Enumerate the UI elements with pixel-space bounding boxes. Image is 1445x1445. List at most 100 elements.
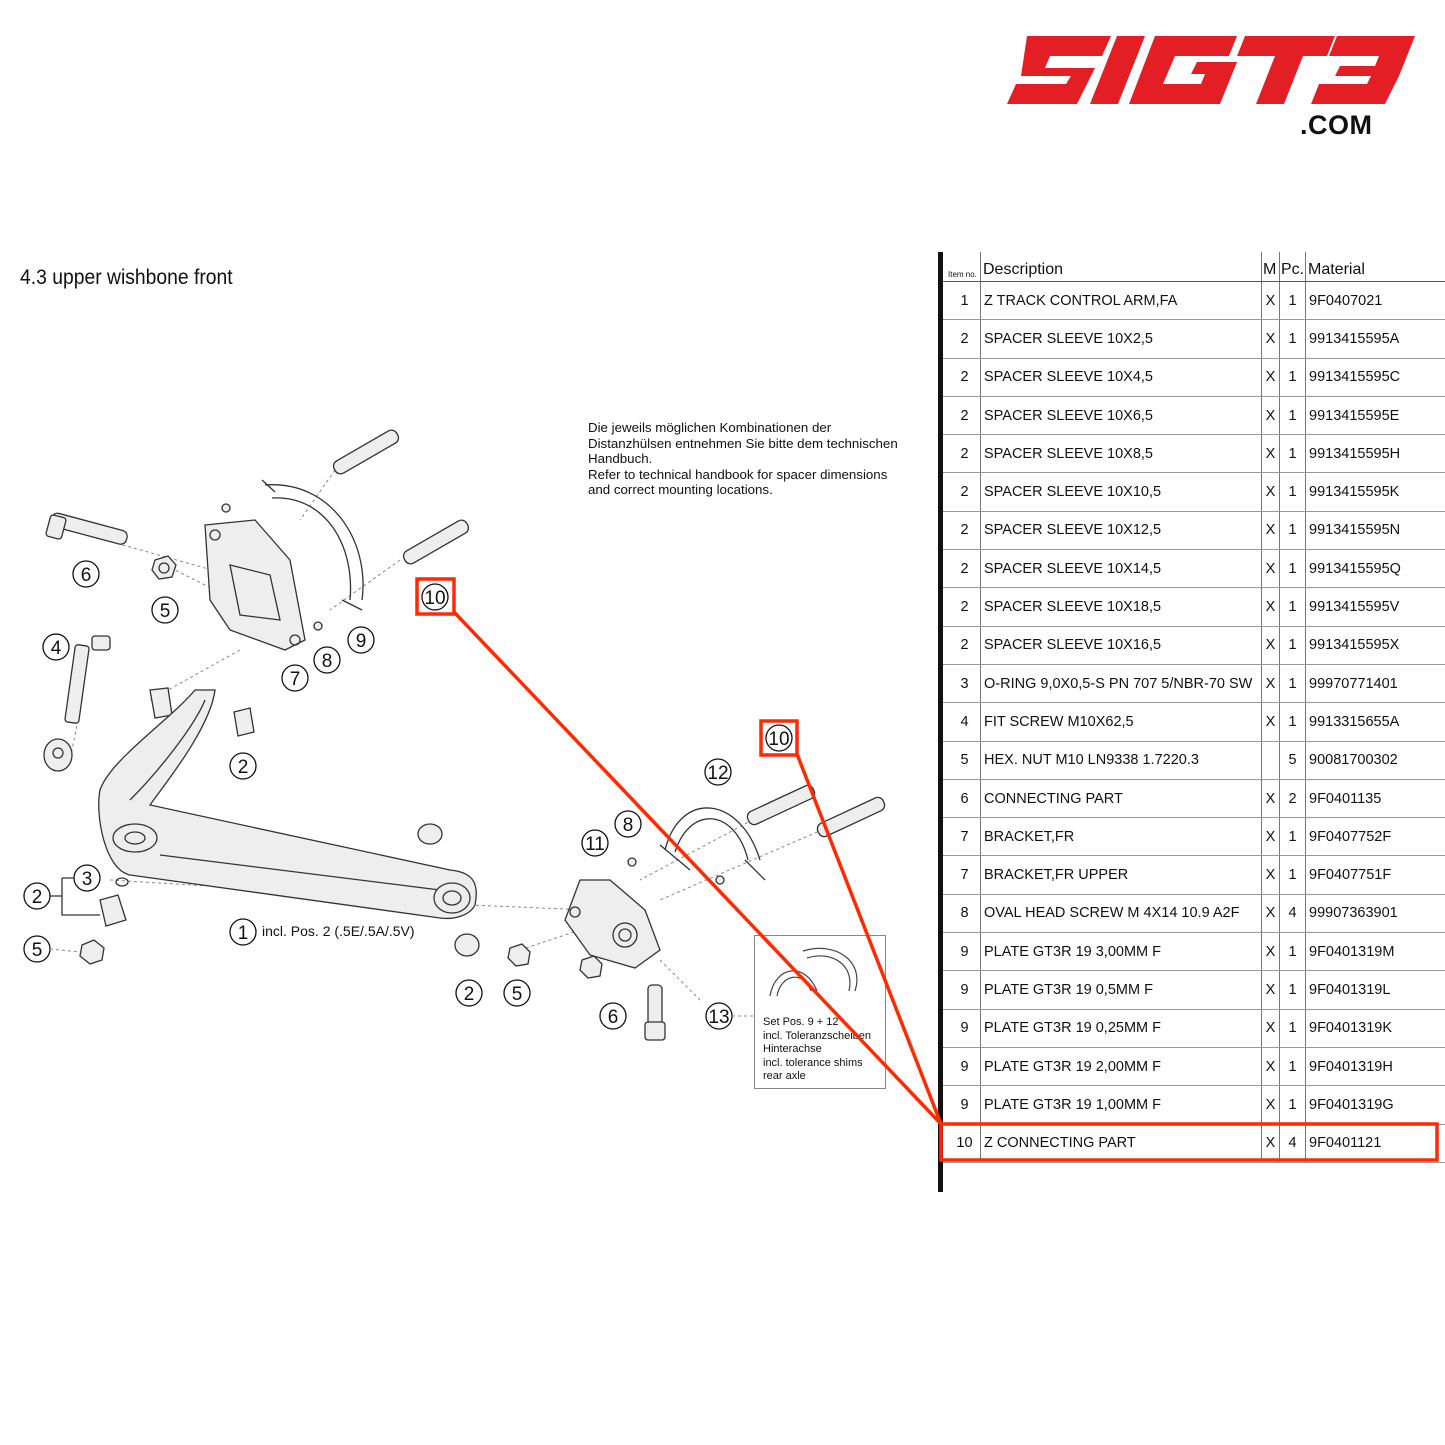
part-hex-nut-a xyxy=(151,555,177,580)
callout-11: 11 xyxy=(581,829,609,857)
svg-text:8: 8 xyxy=(322,651,333,672)
set-line: incl. tolerance shims xyxy=(763,1056,863,1069)
cell-description: PLATE GT3R 19 3,00MM F xyxy=(980,932,1262,972)
svg-text:7: 7 xyxy=(290,669,301,690)
cell-pc: 1 xyxy=(1279,626,1306,665)
note-line: Refer to technical handbook for spacer d… xyxy=(588,466,888,482)
pos1-note: incl. Pos. 2 (.5E/.5A/.5V) xyxy=(262,923,415,939)
cell-m: X xyxy=(1261,1085,1280,1125)
callout-2a: 2 xyxy=(229,752,257,780)
cell-m: X xyxy=(1261,396,1280,436)
cell-description: SPACER SLEEVE 10X12,5 xyxy=(980,511,1262,551)
cell-pc: 1 xyxy=(1279,587,1306,627)
svg-text:6: 6 xyxy=(81,565,92,586)
note-line: Handbuch. xyxy=(588,451,653,466)
cell-material: 9F0401319H xyxy=(1305,1047,1445,1087)
cell-item-no: 6 xyxy=(938,779,981,819)
cell-material: 99970771401 xyxy=(1305,664,1445,704)
cell-material: 9913415595Q xyxy=(1305,549,1445,589)
note-line: Die jeweils möglichen Kombinationen der xyxy=(588,420,832,435)
cell-description: SPACER SLEEVE 10X18,5 xyxy=(980,587,1262,627)
cell-m: X xyxy=(1261,1047,1280,1087)
cell-pc: 1 xyxy=(1279,970,1306,1010)
cell-m: X xyxy=(1261,626,1280,665)
cell-m: X xyxy=(1261,434,1280,474)
cell-pc: 1 xyxy=(1279,932,1306,972)
cell-pc: 1 xyxy=(1279,1085,1306,1125)
cell-description: PLATE GT3R 19 0,5MM F xyxy=(980,970,1262,1010)
cell-item-no: 3 xyxy=(938,664,981,704)
cell-item-no: 7 xyxy=(938,855,981,895)
callout-8a: 8 xyxy=(313,646,341,674)
cell-item-no: 10 xyxy=(938,1124,981,1163)
svg-text:8: 8 xyxy=(623,815,634,836)
cell-pc: 1 xyxy=(1279,281,1306,321)
svg-text:2: 2 xyxy=(32,887,43,908)
cell-m: X xyxy=(1261,587,1280,627)
cell-m: X xyxy=(1261,1124,1280,1163)
cell-item-no: 4 xyxy=(938,702,981,742)
cell-item-no: 2 xyxy=(938,319,981,359)
header-material: Material xyxy=(1305,252,1445,282)
cell-material: 9F0401319G xyxy=(1305,1085,1445,1125)
cell-material: 9913415595C xyxy=(1305,358,1445,397)
callout-1: 1 xyxy=(229,918,257,946)
part-bracket xyxy=(204,519,306,651)
cell-description: SPACER SLEEVE 10X14,5 xyxy=(980,549,1262,589)
svg-text:3: 3 xyxy=(82,869,93,890)
table-header-row: Item no. Description M Pc. Material xyxy=(938,252,1445,282)
cell-pc: 1 xyxy=(1279,1047,1306,1087)
cell-pc: 1 xyxy=(1279,319,1306,359)
cell-description: CONNECTING PART xyxy=(980,779,1262,819)
cell-material: 9F0401319L xyxy=(1305,970,1445,1010)
callout-13: 13 xyxy=(705,1002,733,1030)
part-track-control-arm xyxy=(98,689,477,920)
header-description: Description xyxy=(980,252,1262,282)
set-line: rear axle xyxy=(763,1070,806,1082)
sigt3-logo xyxy=(1007,36,1415,104)
cell-pc: 4 xyxy=(1279,1124,1306,1163)
cell-description: BRACKET,FR UPPER xyxy=(980,855,1262,895)
note-line: and correct mounting locations. xyxy=(588,482,773,497)
callout-3: 3 xyxy=(73,864,101,892)
cell-item-no: 7 xyxy=(938,817,981,857)
leader-5b xyxy=(49,948,81,953)
callout-10b: 10 xyxy=(765,724,793,752)
cell-material: 99907363901 xyxy=(1305,894,1445,934)
callout-6b: 6 xyxy=(599,1002,627,1030)
cell-material: 9F0401135 xyxy=(1305,779,1445,819)
cell-pc: 1 xyxy=(1279,549,1306,589)
cell-material: 9913315655A xyxy=(1305,702,1445,742)
cell-item-no: 2 xyxy=(938,626,981,665)
cell-item-no: 9 xyxy=(938,1085,981,1125)
cell-item-no: 8 xyxy=(938,894,981,934)
callout-8b: 8 xyxy=(614,810,642,838)
cell-description: BRACKET,FR xyxy=(980,817,1262,857)
cell-m: X xyxy=(1261,779,1280,819)
callout-9: 9 xyxy=(347,626,375,654)
cell-pc: 1 xyxy=(1279,358,1306,397)
set-line: incl. Toleranzscheiben xyxy=(763,1029,872,1042)
set-line: Hinterachse xyxy=(763,1043,822,1055)
callout-7: 7 xyxy=(281,664,309,692)
cell-m: X xyxy=(1261,511,1280,551)
callout-2b: 2 xyxy=(23,882,51,910)
callout-bracket-2-3 xyxy=(50,877,100,916)
